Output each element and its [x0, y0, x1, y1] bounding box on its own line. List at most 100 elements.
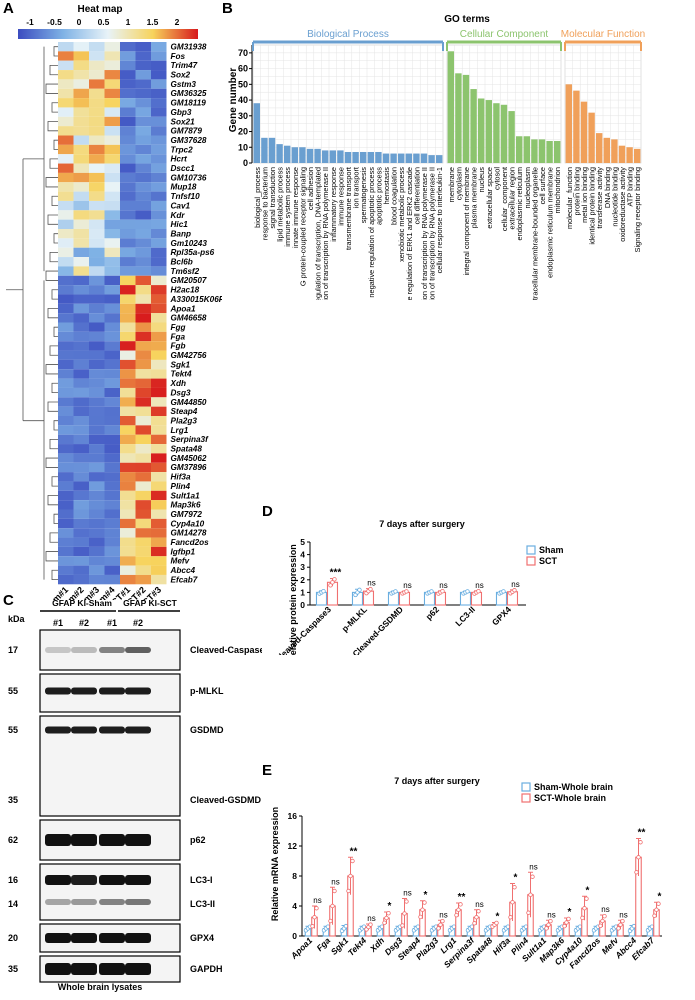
heatmap-cell: [135, 229, 151, 239]
go-bar: [447, 51, 454, 163]
gene-label: Cav1: [171, 201, 191, 210]
go-bar: [398, 153, 405, 163]
heatmap-cell: [73, 500, 89, 510]
go-term-label: innate immune response: [291, 167, 300, 248]
heatmap-cell: [151, 537, 167, 547]
go-bar: [485, 100, 492, 163]
heatmap-cell: [151, 425, 167, 435]
heatmap-cell: [151, 79, 167, 89]
heatmap-cell: [135, 200, 151, 211]
heatmap-cell: [120, 257, 136, 267]
heatmap-cell: [120, 313, 136, 323]
heatmap-cell: [151, 453, 167, 463]
heatmap-cell: [120, 369, 136, 379]
heatmap-cell: [120, 172, 136, 183]
gene-label: Hcrt: [171, 155, 188, 164]
go-bar: [618, 145, 626, 163]
data-point: [402, 911, 407, 916]
gene-label: Trpc2: [171, 145, 194, 154]
kda-marker: 55: [8, 686, 18, 696]
heatmap-cell: [135, 210, 151, 220]
heatmap-cell: [58, 163, 74, 173]
heatmap-cell: [135, 378, 151, 388]
heatmap-cell: [58, 191, 74, 201]
heatmap-cell: [120, 387, 136, 398]
heatmap-cell: [151, 416, 167, 426]
gene-label: Pla2g3: [171, 416, 198, 425]
heatmap-cell: [104, 266, 120, 276]
heatmap-cell: [135, 453, 151, 463]
lane-label: #2: [79, 618, 89, 628]
heatmap-cell: [58, 509, 74, 519]
y-tick-label: 12: [288, 841, 298, 851]
heatmap-cell: [89, 565, 105, 575]
heatmap-cell: [89, 462, 105, 473]
heatmap-cell: [135, 331, 151, 342]
go-term-label: regulation of transcription by RNA polym…: [321, 167, 330, 300]
data-point: [580, 915, 585, 921]
e-ylabel: Relative mRNA expression: [270, 807, 280, 921]
go-bar: [580, 101, 588, 163]
heatmap-cell: [89, 350, 105, 360]
go-term-label: Signaling receptor binding: [633, 167, 642, 252]
heatmap-cell: [89, 397, 105, 407]
x-tick-label: GPX4: [490, 604, 513, 627]
blot-band: [71, 647, 97, 653]
heatmap-cell: [120, 79, 136, 89]
heatmap-cell: [151, 322, 167, 332]
heatmap-cell: [73, 528, 89, 538]
heatmap-cell: [89, 425, 105, 435]
heatmap-cell: [104, 341, 120, 351]
blot-protein-label: Cleaved-Caspase3: [190, 645, 262, 655]
heatmap-cell: [73, 238, 89, 248]
significance-label: ns: [331, 877, 339, 886]
blot-protein-label: Cleaved-GSDMD: [190, 795, 262, 805]
heatmap-cell: [135, 42, 151, 52]
go-term-label: ion transport: [352, 167, 361, 208]
heatmap-cell: [104, 397, 120, 407]
panel-label-a: A: [3, 0, 14, 17]
heatmap-cell: [104, 144, 120, 155]
data-point: [321, 588, 326, 594]
go-term-label: positive regulation of transcription by …: [428, 167, 437, 300]
blot-band: [71, 933, 97, 943]
heatmap-cell: [89, 135, 105, 145]
gene-label: Gstm3: [171, 80, 197, 89]
go-term-label: metal ion binding: [580, 167, 589, 223]
heatmap-cell: [73, 359, 89, 370]
go-term-label: nucleus: [477, 167, 486, 193]
heatmap-cell: [120, 219, 136, 229]
heatmap-cell: [151, 116, 167, 127]
heatmap-cell: [135, 500, 151, 510]
data-point: [510, 900, 515, 905]
blot-band: [71, 687, 97, 695]
heatmap-cell: [120, 490, 136, 501]
go-term-label: molecular_function: [565, 167, 574, 229]
protein-expression-chart: 7 days after surgery Relative protein ex…: [273, 519, 564, 655]
gene-label: Plin4: [171, 482, 191, 491]
heatmap-cell: [120, 116, 136, 127]
heatmap-cell: [104, 163, 120, 173]
gene-label: A330015K06Rik: [170, 295, 223, 304]
y-tick-label: 0: [243, 158, 248, 168]
heatmap-cell: [89, 275, 105, 286]
heatmap-cell: [104, 210, 120, 220]
heatmap-cell: [58, 369, 74, 379]
go-term-label: plasma membrane: [470, 167, 479, 228]
heatmap-cell: [135, 303, 151, 314]
heatmap-cell: [73, 406, 89, 416]
heatmap-cell: [58, 229, 74, 239]
panel-label-c: C: [3, 592, 14, 609]
heatmap-cell: [104, 481, 120, 491]
data-point: [544, 926, 549, 931]
kda-marker: 35: [8, 795, 18, 805]
heatmap-cell: [73, 154, 89, 164]
go-term-label: xenobiotic metabolic process: [397, 167, 406, 262]
heatmap-cell: [120, 238, 136, 248]
go-term-label: immune response: [336, 167, 345, 226]
data-point: [404, 589, 409, 594]
heatmap-cell: [120, 537, 136, 547]
go-term-label: transmembrane transport: [344, 167, 353, 250]
data-point: [348, 873, 353, 879]
